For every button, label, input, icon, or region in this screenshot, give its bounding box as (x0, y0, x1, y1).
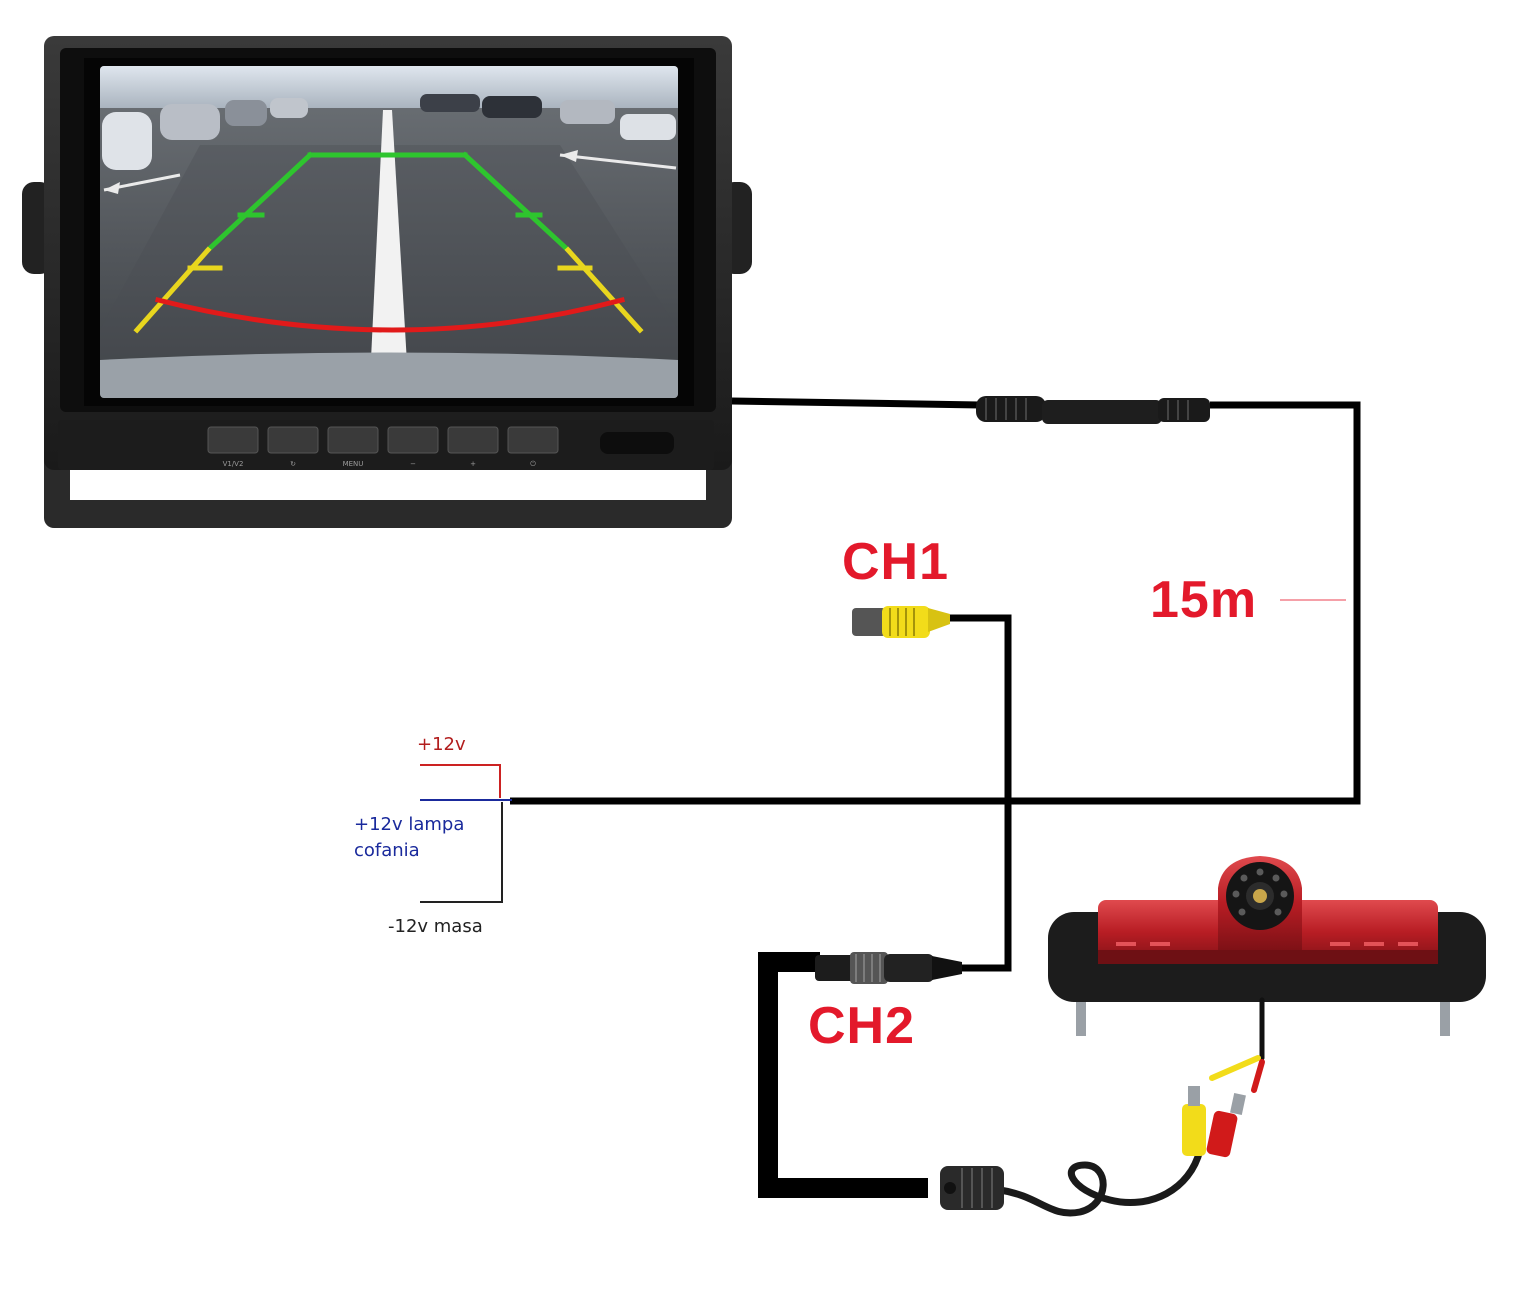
monitor-button-label: V1/V2 (223, 460, 244, 468)
power-wires (420, 764, 512, 903)
mount-stud-right (1440, 990, 1450, 1036)
main-cable (510, 397, 1361, 805)
reverse-lamp-label: +12v lampa cofania (354, 814, 465, 862)
brake-light-camera (1048, 856, 1486, 1036)
ground-label: -12v masa (388, 916, 483, 937)
power-wire-plus (420, 764, 501, 798)
power-plus-label: +12v (417, 734, 466, 755)
monitor-button-label: + (470, 460, 476, 468)
cable-length-label: 15m (1150, 571, 1258, 629)
camera-lens (1253, 889, 1267, 903)
ch2-label: CH2 (808, 997, 916, 1055)
monitor-buttons: V1/V2 ↻ MENU − + ⏻ (207, 426, 559, 468)
ch1-cable (940, 614, 1012, 972)
monitor-button-label: ↻ (290, 460, 296, 468)
rca-connectors (1182, 1086, 1246, 1158)
ground-wire (420, 802, 503, 903)
monitor-button-1[interactable] (207, 426, 259, 454)
monitor-button-6[interactable] (507, 426, 559, 454)
monitor-button-4[interactable] (387, 426, 439, 454)
ch1-connector (852, 606, 950, 638)
monitor-button-5[interactable] (447, 426, 499, 454)
ch1-label: CH1 (842, 533, 950, 591)
mount-stud-left (1076, 990, 1086, 1036)
ch2-cable (758, 952, 928, 1198)
monitor-button-label: ⏻ (530, 460, 536, 468)
monitor-button-2[interactable] (267, 426, 319, 454)
parking-guide-lines (133, 151, 644, 334)
monitor-button-label: − (410, 460, 416, 468)
monitor: V1/V2 ↻ MENU − + ⏻ (22, 36, 752, 528)
monitor-button-label: MENU (343, 460, 364, 468)
ir-leds (1232, 868, 1288, 916)
extension-connector (976, 396, 1210, 424)
ir-sensor (600, 432, 674, 454)
camera-pigtail (996, 997, 1265, 1217)
ch2-connector (815, 952, 962, 984)
road-center-line (370, 110, 408, 380)
parked-cars (102, 94, 676, 170)
camera-view-screen (100, 66, 678, 398)
aviation-connector (940, 1166, 1004, 1210)
monitor-button-3[interactable] (327, 426, 379, 454)
